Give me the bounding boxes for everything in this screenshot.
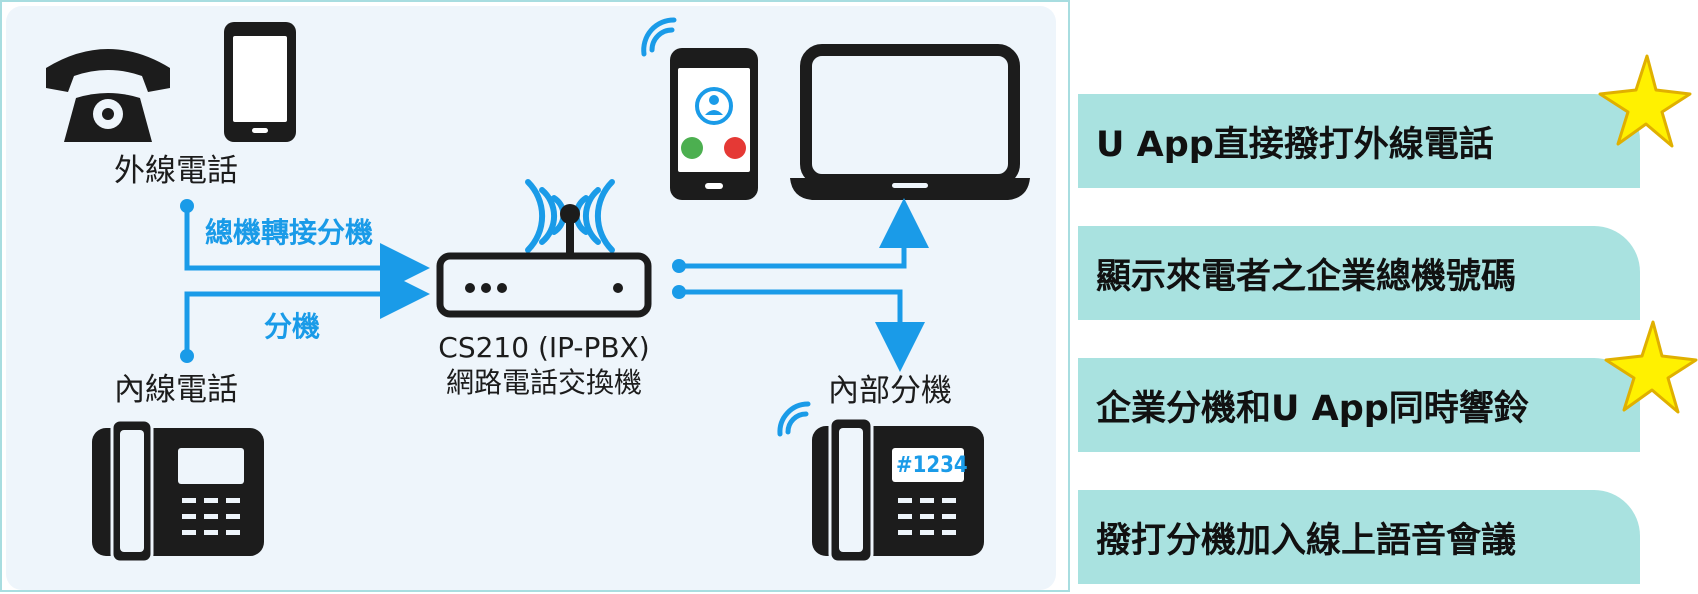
laptop-line — [672, 198, 929, 273]
inside-line-label: 內線電話 — [114, 372, 238, 408]
wifi-signal-icon — [641, 17, 677, 57]
desk-phone-icon — [812, 416, 984, 564]
extension-label: 分機 — [264, 310, 321, 343]
internal-extension-label: 內部分機 — [828, 373, 952, 409]
operator-transfer-label: 總機轉接分機 — [205, 216, 374, 249]
desk-phone-display-text: #1234 — [896, 453, 968, 478]
star-icon — [1598, 54, 1692, 148]
internal-extension-line — [672, 285, 925, 372]
wifi-signal-icon — [777, 401, 811, 437]
desk-phone-icon — [92, 418, 264, 564]
smartphone-icon — [224, 22, 296, 142]
feature-text: 企業分機和U App同時響鈴 — [1096, 388, 1529, 429]
pbx-label: CS210 (IP-PBX) 網路電話交換機 — [424, 330, 664, 400]
router-icon — [436, 179, 652, 318]
laptop-icon — [790, 44, 1030, 200]
feature-text: U App直接撥打外線電話 — [1096, 124, 1494, 165]
feature-text: 顯示來電者之企業總機號碼 — [1096, 256, 1517, 297]
pbx-desc-label: 網路電話交換機 — [445, 366, 642, 399]
network-diagram — [6, 6, 1056, 590]
mobile-app-icon — [670, 48, 758, 200]
rotary-phone-icon — [46, 49, 170, 142]
outside-line-label: 外線電話 — [114, 153, 238, 189]
pbx-model-label: CS210 (IP-PBX) — [438, 331, 650, 364]
extension-line — [180, 269, 430, 363]
diagram-panel: 外線電話 總機轉接分機 分機 內線電話 CS210 (IP-PBX) 網路電話交… — [0, 0, 1070, 592]
diagram-background — [6, 6, 1056, 590]
feature-item-3: 企業分機和U App同時響鈴 — [1078, 358, 1640, 452]
star-icon — [1604, 320, 1698, 414]
feature-item-1: U App直接撥打外線電話 — [1078, 94, 1640, 188]
operator-transfer-line — [180, 199, 430, 293]
feature-item-2: 顯示來電者之企業總機號碼 — [1078, 226, 1640, 320]
feature-item-4: 撥打分機加入線上語音會議 — [1078, 490, 1640, 584]
feature-text: 撥打分機加入線上語音會議 — [1096, 520, 1517, 561]
